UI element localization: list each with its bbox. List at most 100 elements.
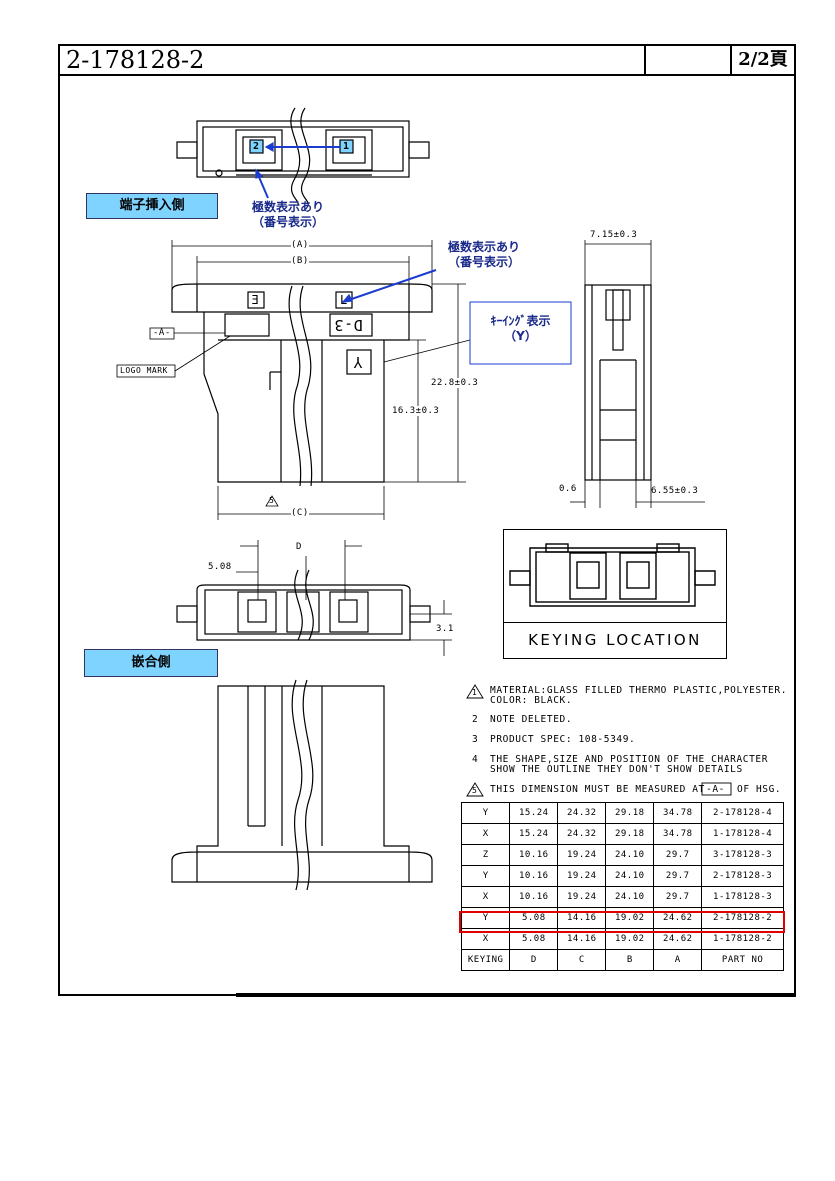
- note-5-triangle: [466, 782, 484, 797]
- dim-a: (A): [291, 240, 309, 250]
- table-cell: 24.32: [557, 823, 607, 845]
- title-blank-cell: [646, 46, 732, 74]
- note-5-number: 5: [472, 786, 478, 795]
- table-cell: Y: [460, 865, 511, 887]
- note-3-number: 3: [472, 734, 479, 745]
- page-number: 2/2頁: [738, 49, 788, 70]
- keying-location-label: KEYING LOCATION: [503, 622, 727, 659]
- insertion-side-label: 端子挿入側: [86, 193, 218, 219]
- dim-b: (B): [291, 256, 309, 266]
- table-cell: X: [460, 886, 511, 908]
- table-cell: 24.10: [605, 844, 655, 866]
- dim-pitch: 5.08: [208, 562, 232, 572]
- part-number-title: 2-178128-2: [60, 46, 646, 74]
- dim-small: 0.6: [559, 484, 577, 494]
- note-3-text: PRODUCT SPEC: 108-5349.: [490, 734, 636, 745]
- top-view: [176, 107, 430, 206]
- table-cell: Z: [460, 844, 511, 866]
- dim-width-bottom: 6.55±0.3: [651, 486, 699, 496]
- table-cell: 10.16: [509, 865, 559, 887]
- keying-display-note-line1: ｷｰｲﾝｸﾞ表示: [490, 314, 551, 328]
- logo-mark-label: LOGO MARK: [120, 366, 168, 375]
- keying-display-note-line2: （Y）: [504, 329, 537, 343]
- table-cell: 2-178128-3: [701, 865, 784, 887]
- keying-location-diagram: [509, 543, 716, 607]
- table-cell: 15.24: [509, 802, 559, 824]
- keying-char: Y: [353, 353, 363, 371]
- mating-side-label: 嵌合側: [84, 649, 218, 677]
- mating-top-view: [176, 540, 452, 656]
- table-cell: 10.16: [509, 844, 559, 866]
- note-2-number: 2: [472, 714, 479, 725]
- table-cell: 10.16: [509, 886, 559, 908]
- table-header-cell: B: [605, 949, 655, 971]
- note-1-text: MATERIAL:GLASS FILLED THERMO PLASTIC,POL…: [490, 685, 788, 706]
- pole-2-box: [249, 139, 264, 154]
- table-cell: 34.78: [653, 823, 703, 845]
- keying-display-note: ｷｰｲﾝｸﾞ表示 （Y）: [470, 314, 571, 344]
- table-header-cell: KEYING: [460, 949, 511, 971]
- note-1-triangle: [466, 684, 484, 699]
- bottom-border-rule: [236, 993, 796, 997]
- pole-arrow-head: [264, 141, 274, 153]
- datum-a-label: -A-: [153, 328, 171, 338]
- note-5-text: THIS DIMENSION MUST BE MEASURED AT: [490, 784, 705, 795]
- keying-location-box: [503, 529, 727, 659]
- table-cell: 29.18: [605, 802, 655, 824]
- table-cell: 29.18: [605, 823, 655, 845]
- highlight-row-box: [459, 911, 785, 933]
- face-mark-l: L: [340, 293, 348, 307]
- table-cell: 29.7: [653, 865, 703, 887]
- table-header-cell: PART NO: [701, 949, 784, 971]
- face-mark-e: E: [251, 293, 259, 307]
- note-5-ref: -A-: [706, 784, 725, 795]
- table-cell: 19.24: [557, 844, 607, 866]
- leader-pole-display-1-head: [255, 168, 264, 179]
- dim-height-small: 3.1: [436, 624, 454, 634]
- side-view: [570, 240, 705, 508]
- table-cell: 19.24: [557, 886, 607, 908]
- table-cell: 1-178128-4: [701, 823, 784, 845]
- dim-height-total: 22.8±0.3: [431, 378, 479, 388]
- note-4-number: 4: [472, 754, 479, 765]
- table-cell: 3-178128-3: [701, 844, 784, 866]
- table-cell: 24.32: [557, 802, 607, 824]
- mating-body-view: [171, 679, 433, 891]
- table-cell: 24.10: [605, 886, 655, 908]
- table-cell: 34.78: [653, 802, 703, 824]
- leader-pole-display-2: [342, 269, 437, 303]
- pole-1-number: 1: [343, 141, 350, 152]
- note-5-datum-box: [701, 782, 732, 796]
- leader-pole-display-2-head: [341, 293, 353, 303]
- title-block: 2-178128-2 2/2頁: [58, 44, 796, 76]
- table-cell: 29.7: [653, 844, 703, 866]
- table-header-cell: C: [557, 949, 607, 971]
- note-2-text: NOTE DELETED.: [490, 714, 573, 725]
- pole-display-note-2-line2: （番号表示）: [447, 255, 520, 269]
- table-header-cell: D: [509, 949, 559, 971]
- pole-display-note-2: 極数表示あり （番号表示）: [432, 240, 536, 270]
- front-view: [116, 240, 471, 520]
- note5-marker: 5: [269, 496, 275, 505]
- pole-display-note-1-line2: （番号表示）: [251, 215, 324, 229]
- keying-display-box: [469, 301, 572, 365]
- dim-d: D: [296, 542, 302, 552]
- dim-width-top: 7.15±0.3: [590, 230, 638, 240]
- table-cell: Y: [460, 802, 511, 824]
- note-1-number: 1: [472, 688, 478, 697]
- pole-display-note-2-line1: 極数表示あり: [447, 240, 520, 254]
- table-cell: X: [460, 823, 511, 845]
- note-5-tail: OF HSG.: [737, 784, 782, 795]
- table-cell: 19.24: [557, 865, 607, 887]
- dim-height-body: 16.3±0.3: [392, 406, 440, 416]
- table-cell: 24.10: [605, 865, 655, 887]
- table-cell: 15.24: [509, 823, 559, 845]
- dim-c: (C): [291, 508, 309, 518]
